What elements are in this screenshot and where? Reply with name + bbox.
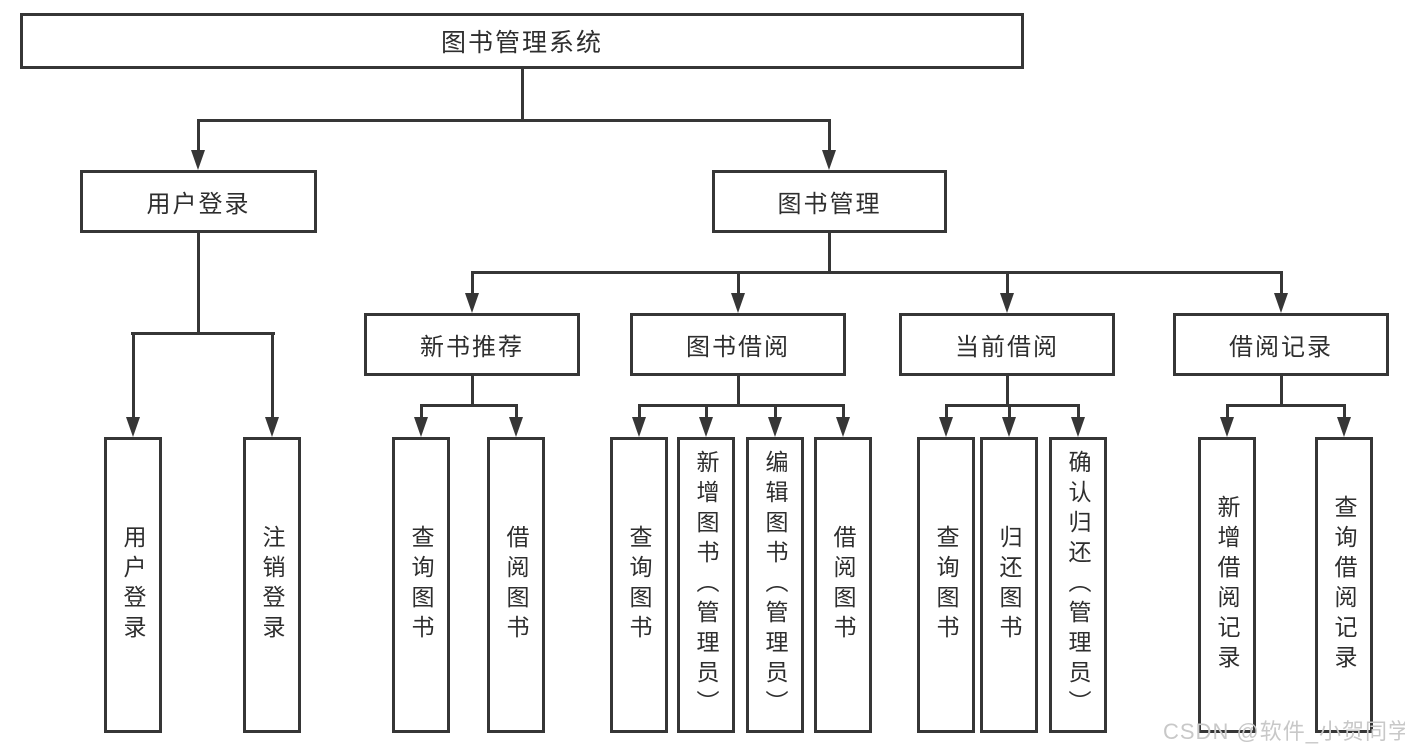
csdn-watermark: CSDN @软件_小贺同学 (1163, 719, 1405, 744)
arrow-down-icon (699, 417, 713, 437)
connector-line (828, 231, 831, 273)
connector-line (471, 375, 474, 406)
arrow-down-icon (632, 417, 646, 437)
connector-line (1343, 404, 1346, 420)
connector-line (1280, 375, 1283, 406)
node-root-library-system: 图书管理系统 (20, 13, 1024, 69)
connector-line (420, 404, 518, 407)
arrow-down-icon (731, 293, 745, 313)
arrow-down-icon (191, 150, 205, 170)
connector-line (638, 404, 845, 407)
leaf-edit-books-admin: 编辑图书（管理员） (746, 437, 804, 733)
connector-line (842, 404, 845, 420)
leaf-query-books-3: 查询图书 (917, 437, 975, 733)
arrow-down-icon (1274, 293, 1288, 313)
connector-line (1226, 404, 1346, 407)
arrow-down-icon (265, 417, 279, 437)
connector-line (197, 119, 831, 122)
leaf-add-borrow-record: 新增借阅记录 (1198, 437, 1256, 733)
arrow-down-icon (1000, 293, 1014, 313)
node-book-management: 图书管理 (712, 170, 947, 233)
arrow-down-icon (465, 293, 479, 313)
connector-line (471, 271, 1283, 274)
connector-line (1077, 404, 1080, 420)
node-label: 借阅图书 (503, 525, 529, 645)
connector-line (737, 375, 740, 406)
node-label: 图书管理系统 (440, 29, 603, 57)
node-new-book-recommend: 新书推荐 (364, 313, 580, 376)
connector-line (197, 231, 200, 334)
arrow-down-icon (1071, 417, 1085, 437)
node-label: 确认归还（管理员） (1065, 450, 1091, 720)
arrow-down-icon (768, 417, 782, 437)
node-label: 借阅记录 (1229, 334, 1333, 361)
node-label: 新增借阅记录 (1214, 495, 1240, 675)
leaf-borrow-books-1: 借阅图书 (487, 437, 545, 733)
node-label: 图书借阅 (686, 334, 790, 361)
leaf-query-books-2: 查询图书 (610, 437, 668, 733)
arrow-down-icon (1220, 417, 1234, 437)
connector-line (638, 404, 641, 420)
connector-line (471, 271, 474, 296)
leaf-add-books-admin: 新增图书（管理员） (677, 437, 735, 733)
arrow-down-icon (1002, 417, 1016, 437)
connector-line (420, 404, 423, 420)
node-label: 查询图书 (408, 525, 434, 645)
connector-line (737, 271, 740, 296)
node-label: 查询图书 (626, 525, 652, 645)
connector-line (197, 119, 200, 153)
node-book-borrow: 图书借阅 (630, 313, 846, 376)
connector-line (945, 404, 948, 420)
leaf-confirm-return-admin: 确认归还（管理员） (1049, 437, 1107, 733)
node-label: 图书管理 (777, 191, 882, 218)
leaf-query-books-1: 查询图书 (392, 437, 450, 733)
connector-line (1008, 404, 1011, 420)
node-label: 查询图书 (933, 525, 959, 645)
leaf-logout: 注销登录 (243, 437, 301, 733)
connector-line (828, 119, 831, 153)
arrow-down-icon (822, 150, 836, 170)
node-label: 当前借阅 (955, 334, 1059, 361)
arrow-down-icon (509, 417, 523, 437)
connector-line (705, 404, 708, 420)
node-label: 用户登录 (146, 191, 251, 218)
node-label: 编辑图书（管理员） (762, 450, 788, 720)
connector-line (515, 404, 518, 420)
node-label: 新书推荐 (420, 334, 524, 361)
node-label: 用户登录 (120, 525, 146, 645)
leaf-query-borrow-record: 查询借阅记录 (1315, 437, 1373, 733)
connector-line (1280, 271, 1283, 296)
connector-line (132, 332, 135, 420)
arrow-down-icon (939, 417, 953, 437)
connector-line (521, 69, 524, 121)
node-label: 查询借阅记录 (1331, 495, 1357, 675)
connector-line (271, 332, 274, 420)
connector-line (131, 332, 275, 335)
arrow-down-icon (126, 417, 140, 437)
leaf-return-books: 归还图书 (980, 437, 1038, 733)
connector-line (945, 404, 1080, 407)
connector-line (1006, 271, 1009, 296)
leaf-user-login: 用户登录 (104, 437, 162, 733)
node-label: 新增图书（管理员） (693, 450, 719, 720)
arrow-down-icon (1337, 417, 1351, 437)
arrow-down-icon (836, 417, 850, 437)
connector-line (1226, 404, 1229, 420)
connector-line (1006, 375, 1009, 406)
leaf-borrow-books-2: 借阅图书 (814, 437, 872, 733)
connector-line (774, 404, 777, 420)
node-current-borrow: 当前借阅 (899, 313, 1115, 376)
arrow-down-icon (414, 417, 428, 437)
node-label: 归还图书 (996, 525, 1022, 645)
node-label: 注销登录 (259, 525, 285, 645)
node-borrow-records: 借阅记录 (1173, 313, 1389, 376)
node-user-login: 用户登录 (80, 170, 317, 233)
node-label: 借阅图书 (830, 525, 856, 645)
